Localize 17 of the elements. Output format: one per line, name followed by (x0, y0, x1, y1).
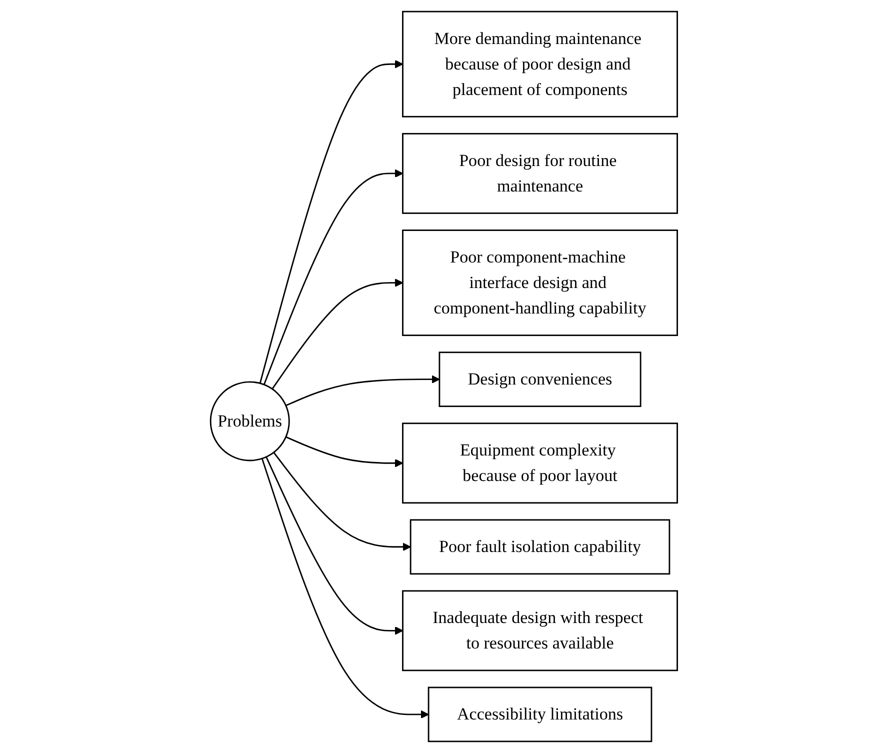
node-box: Design conveniences (438, 352, 642, 408)
node-box: Poor fault isolation capability (410, 519, 670, 575)
arrow (273, 452, 412, 552)
arrow (259, 60, 404, 384)
node-box: Poor component-machine interface design and component-handling capability (402, 230, 678, 336)
arrow (272, 278, 404, 390)
arrow (262, 458, 429, 719)
arrow (286, 436, 404, 468)
arrow (263, 169, 404, 385)
node-box: More demanding maintenance because of poor design and placement of components (402, 10, 678, 118)
node-box: Accessibility limitations (428, 686, 652, 742)
node-box: Equipment complexity because of poor layout (402, 422, 678, 504)
arrow (266, 456, 404, 635)
node-box: Poor design for routine maintenance (402, 132, 678, 214)
node-box: Inadequate design with respect to resources available (402, 590, 678, 672)
arrow (286, 375, 440, 406)
node-circle: Problems (210, 381, 290, 462)
